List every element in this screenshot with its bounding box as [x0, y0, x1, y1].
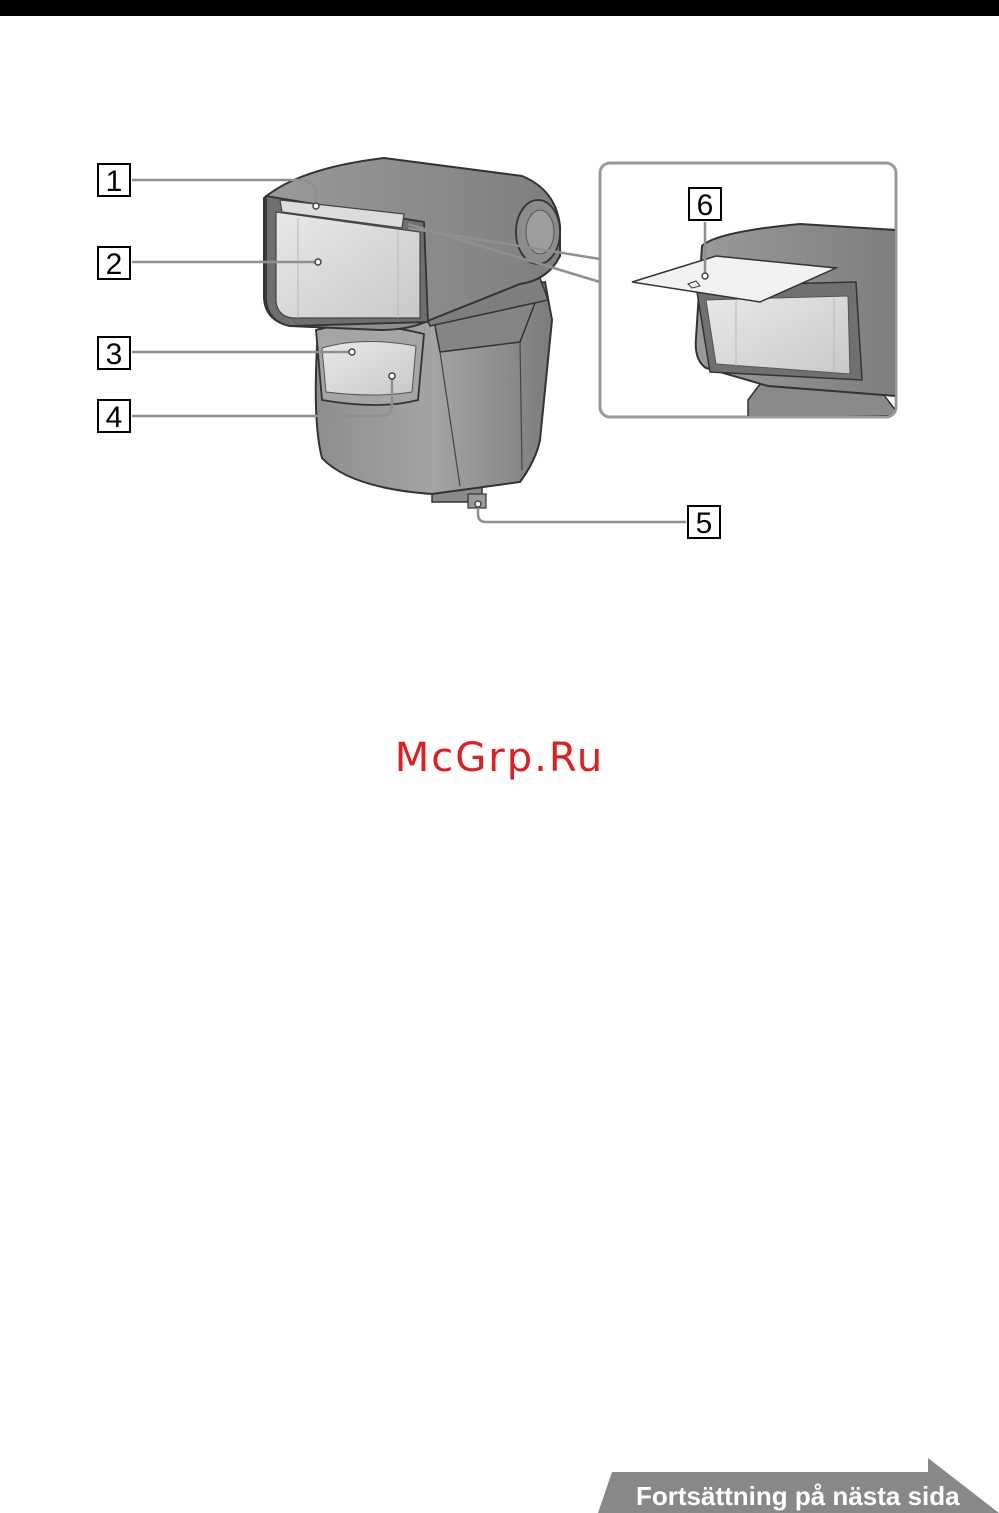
callout-1-label: 1	[106, 165, 123, 198]
callout-4: 4	[98, 400, 130, 434]
callout-5-label: 5	[696, 507, 713, 540]
watermark-text: McGrp.Ru	[0, 735, 999, 781]
callout-2-label: 2	[106, 248, 123, 281]
flash-unit-diagram: 1 2 3 4 5 6	[0, 0, 999, 560]
callout-6: 6	[689, 188, 721, 222]
callout-1: 1	[98, 164, 130, 198]
continue-label[interactable]: Fortsättning på nästa sida	[636, 1481, 960, 1512]
inset-detail	[600, 163, 900, 418]
callout-4-label: 4	[106, 401, 123, 434]
callout-5: 5	[688, 506, 720, 540]
flash-unit	[264, 158, 560, 508]
callout-3: 3	[98, 337, 130, 371]
callout-2: 2	[98, 247, 130, 281]
callout-6-label: 6	[697, 189, 714, 222]
callout-3-label: 3	[106, 338, 123, 371]
